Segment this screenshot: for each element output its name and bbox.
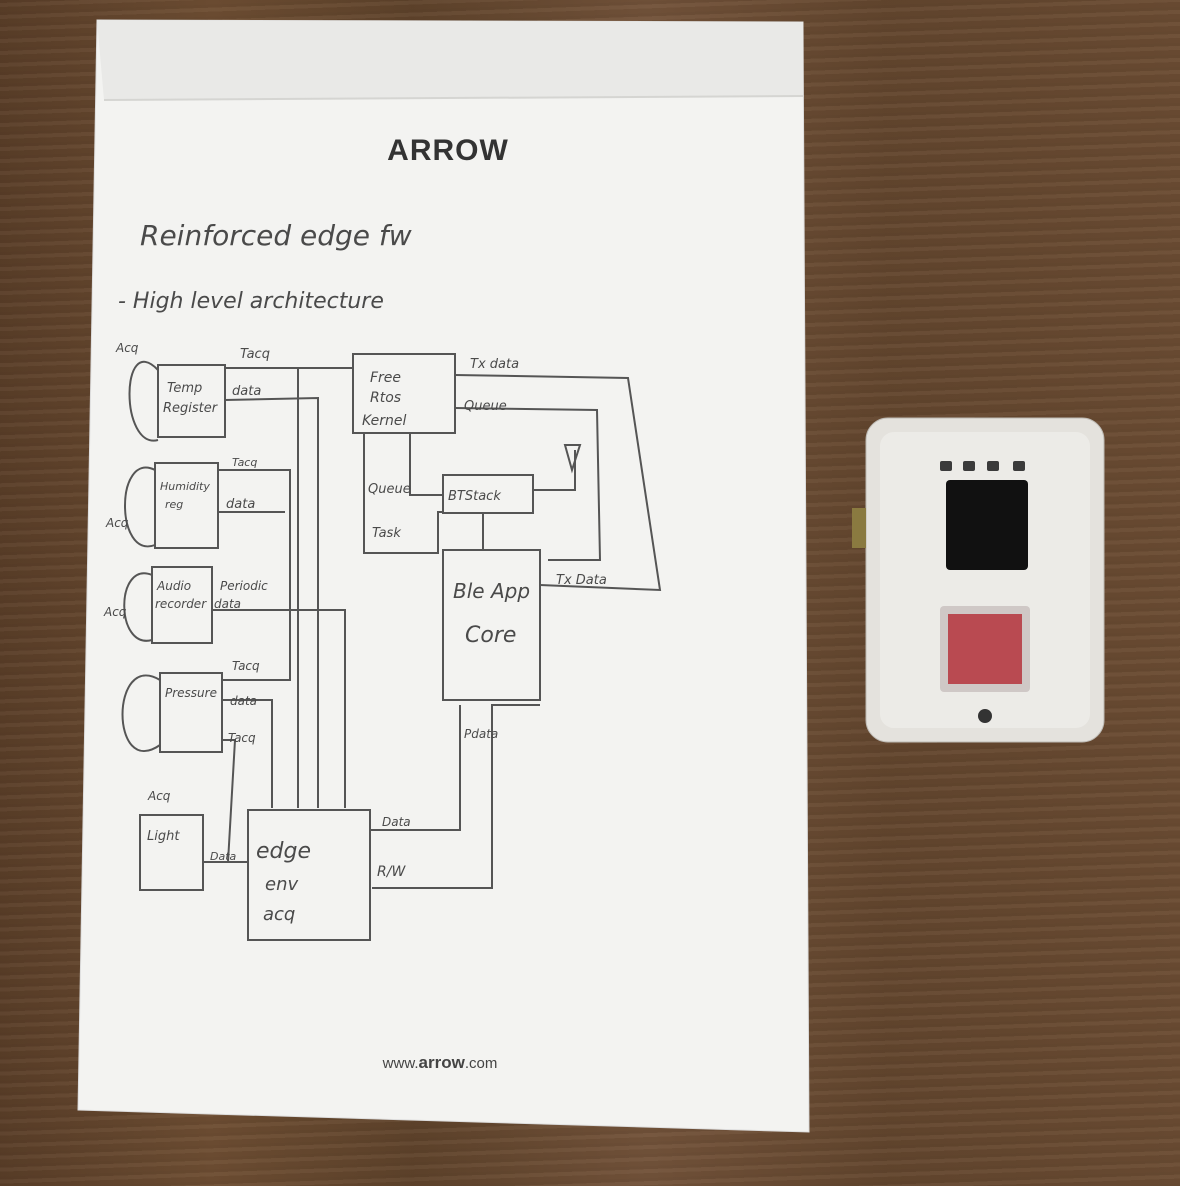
svg-text:Acq: Acq <box>103 605 127 619</box>
svg-text:Tacq: Tacq <box>228 731 256 745</box>
svg-text:Tx Data: Tx Data <box>556 573 607 588</box>
svg-text:env: env <box>265 874 298 895</box>
diagram-labels: Temp Register Humidity reg Audio recorde… <box>103 341 607 925</box>
architecture-diagram <box>121 353 662 941</box>
svg-text:BTStack: BTStack <box>448 489 501 504</box>
svg-text:Task: Task <box>372 526 401 541</box>
svg-text:Register: Register <box>163 401 219 416</box>
ble-app-core-block <box>442 549 541 701</box>
svg-text:Tacq: Tacq <box>232 659 260 673</box>
edge-env-acq-block <box>247 809 371 941</box>
temp-register-block <box>157 364 226 438</box>
notepad-title: Reinforced edge fw <box>140 219 412 252</box>
svg-text:Tacq: Tacq <box>240 347 270 362</box>
notepad-subtitle: - High level architecture <box>118 289 384 314</box>
svg-text:Queue: Queue <box>464 399 507 414</box>
svg-text:data: data <box>226 497 255 512</box>
svg-text:Periodic: Periodic <box>220 579 268 593</box>
iot-sensor-device <box>852 417 1105 743</box>
svg-text:Tx data: Tx data <box>470 357 519 372</box>
svg-text:Pressure: Pressure <box>165 686 217 700</box>
svg-text:data: data <box>230 694 257 708</box>
connector-pins <box>852 508 866 548</box>
svg-text:edge: edge <box>256 839 311 864</box>
svg-text:Pdata: Pdata <box>464 727 498 741</box>
freertos-kernel-block <box>352 353 456 434</box>
svg-text:Acq: Acq <box>105 516 129 530</box>
svg-text:data: data <box>214 597 241 611</box>
footer-url: www.arrow.com <box>382 1053 498 1072</box>
svg-text:Humidity: Humidity <box>160 480 210 493</box>
device-screen <box>946 480 1028 570</box>
svg-text:Data: Data <box>382 815 411 829</box>
svg-text:Rtos: Rtos <box>370 390 401 406</box>
svg-text:Light: Light <box>147 829 180 844</box>
svg-text:Core: Core <box>465 623 516 648</box>
humidity-block <box>154 462 219 549</box>
svg-text:Acq: Acq <box>147 789 171 803</box>
svg-text:Queue: Queue <box>368 482 411 497</box>
audio-recorder-block <box>151 566 213 644</box>
led-indicators <box>940 461 1025 471</box>
queue-task-block <box>363 433 443 554</box>
power-button <box>978 709 992 723</box>
light-block <box>139 814 204 891</box>
svg-text:data: data <box>232 384 261 399</box>
svg-text:Tacq: Tacq <box>232 456 257 469</box>
svg-text:Free: Free <box>370 370 401 386</box>
svg-text:acq: acq <box>263 904 295 925</box>
svg-text:Data: Data <box>210 850 237 863</box>
svg-text:recorder: recorder <box>155 597 207 611</box>
svg-text:Kernel: Kernel <box>362 413 407 429</box>
pressure-block <box>159 672 223 753</box>
svg-text:Ble App: Ble App <box>453 579 530 603</box>
svg-text:reg: reg <box>165 498 183 511</box>
svg-text:Audio: Audio <box>156 579 191 593</box>
arrow-logo: ARROW <box>387 134 509 167</box>
svg-text:R/W: R/W <box>377 864 406 880</box>
svg-text:Acq: Acq <box>115 341 139 355</box>
svg-text:Temp: Temp <box>167 381 202 396</box>
